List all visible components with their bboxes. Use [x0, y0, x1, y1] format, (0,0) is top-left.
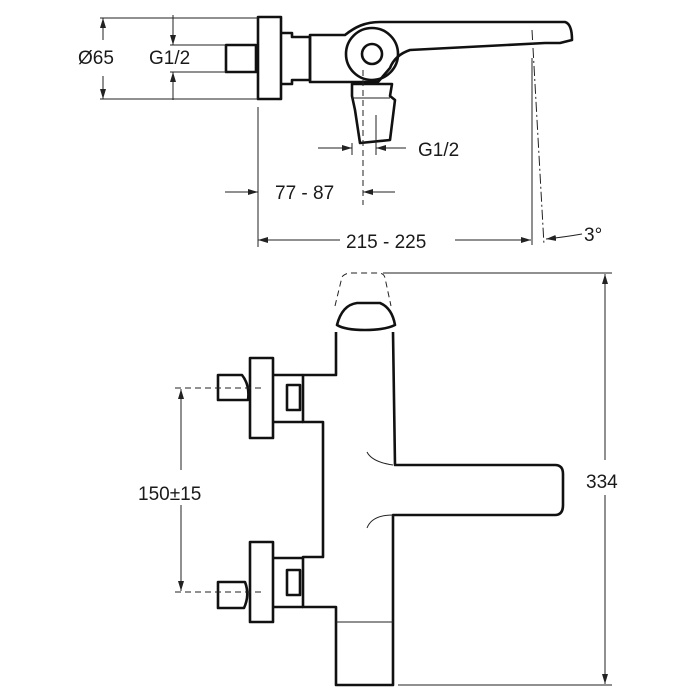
offset-label: 77 - 87: [275, 183, 334, 204]
mixer-body: [301, 331, 565, 687]
wall-flange: [256, 15, 283, 101]
outlet-lever: [350, 82, 397, 145]
spout-body: [308, 20, 574, 84]
height-label: 334: [586, 472, 618, 493]
connector: [281, 31, 312, 86]
lower-inlet-stub: [216, 580, 249, 610]
dial-center: [360, 42, 384, 66]
inlet-stub: [224, 43, 258, 74]
upper-flange: [248, 356, 275, 440]
temperature-knob: [335, 301, 397, 332]
front-view: 150±15 334: [138, 272, 618, 687]
projection-label: 215 - 225: [346, 232, 426, 253]
inlet-spacing-label: 150±15: [138, 484, 201, 505]
diameter-label: Ø65: [78, 48, 114, 69]
top-view: Ø65 G1/2 G1/2 77 - 87 215 - 225 3°: [78, 15, 602, 253]
upper-inlet-stub: [216, 373, 250, 402]
inlet-thread-label: G1/2: [149, 48, 190, 69]
angle-label: 3°: [584, 225, 602, 246]
outlet-thread-label: G1/2: [418, 140, 459, 161]
lower-flange: [248, 540, 275, 624]
control-dial: [344, 26, 400, 82]
